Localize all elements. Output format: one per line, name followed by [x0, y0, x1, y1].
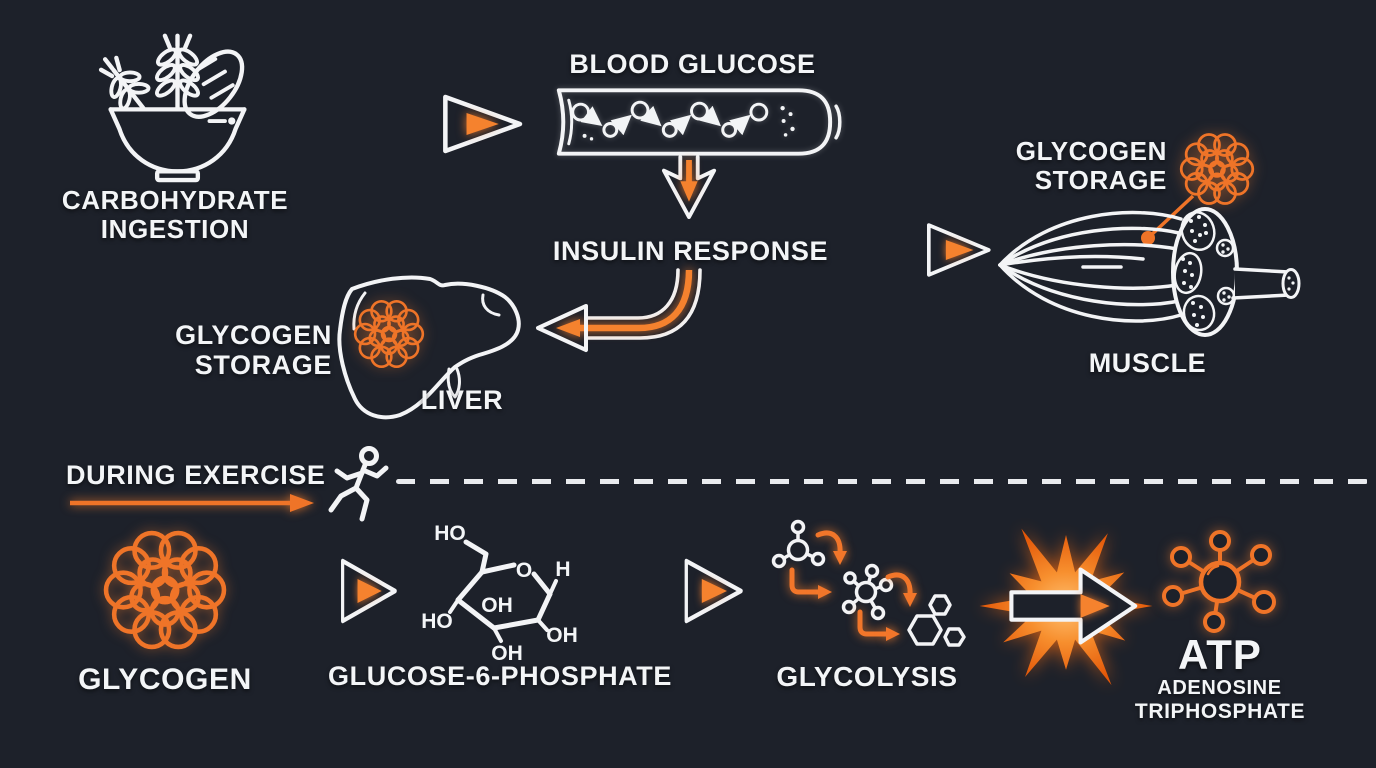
- return-arrow-icon: [536, 268, 702, 352]
- glycolysis-label: GLYCOLYSIS: [776, 661, 958, 692]
- carbohydrate-label: CARBOHYDRATE INGESTION: [50, 186, 300, 243]
- muscle-label: MUSCLE: [1088, 348, 1207, 378]
- g6p-atom-ho-left: HO: [421, 610, 453, 633]
- flow-arrow-glycogen-to-g6p: [256, 556, 398, 626]
- atp-molecule-icon: [1162, 530, 1276, 633]
- insulin-response-label: INSULIN RESPONSE: [552, 236, 829, 266]
- g6p-atom-oh-bottom: OH: [491, 642, 523, 665]
- muscle-storage-line1: GLYCOGEN: [1015, 136, 1167, 166]
- liver-storage-line1: GLYCOGEN: [175, 320, 332, 350]
- glucose-ring-icon: HO O H OH HO OH OH: [421, 522, 578, 665]
- g6p-atom-oh-inner: OH: [481, 594, 513, 617]
- glycogen-label: GLYCOGEN: [78, 663, 252, 696]
- muscle-icon: [998, 207, 1301, 337]
- muscle-storage-line2: STORAGE: [1034, 165, 1167, 196]
- insulin-down-arrow-icon: [661, 155, 717, 219]
- glycolysis-cascade-icon: [771, 519, 966, 647]
- flow-arrow-g6p-to-glycolysis: [596, 556, 744, 626]
- during-exercise-label: DURING EXERCISE: [66, 460, 326, 490]
- atp-sub2-label: TRIPHOSPHATE: [1134, 700, 1306, 723]
- atp-sub1-label: ADENOSINE: [1157, 677, 1282, 699]
- g6p-atom-ring-o: O: [516, 559, 532, 582]
- liver-storage-line2: STORAGE: [194, 350, 332, 381]
- carbohydrate-label-line2: INGESTION: [100, 213, 250, 244]
- blood-vessel-icon: [556, 88, 842, 156]
- runner-icon: [328, 446, 389, 522]
- during-exercise-arrow: [70, 494, 314, 512]
- g6p-atom-ho-top: HO: [434, 522, 466, 545]
- atp-label: ATP: [1178, 631, 1262, 678]
- liver-label: LIVER: [420, 385, 504, 415]
- g6p-atom-oh-right: OH: [546, 624, 578, 647]
- liver-glycogen-storage-label: GLYCOGEN STORAGE: [148, 320, 332, 380]
- divider-dashed-line: [396, 479, 1368, 484]
- flow-arrow-carb-to-blood: [278, 94, 525, 154]
- carbohydrate-label-line1: CARBOHYDRATE: [61, 185, 289, 215]
- liver-icon: [337, 275, 521, 420]
- g6p-label: GLUCOSE-6-PHOSPHATE: [328, 661, 672, 691]
- glycogen-cluster-icon: [353, 300, 425, 368]
- blood-glucose-label: BLOOD GLUCOSE: [569, 49, 816, 79]
- glycogen-cluster-icon: [104, 529, 226, 651]
- carbohydrate-bowl-icon: [98, 33, 247, 183]
- flow-arrow-insulin-to-muscle: [830, 221, 992, 279]
- muscle-glycogen-storage-label: GLYCOGEN STORAGE: [995, 136, 1167, 196]
- g6p-atom-h: H: [555, 558, 570, 581]
- energy-burst-icon: [976, 528, 1153, 686]
